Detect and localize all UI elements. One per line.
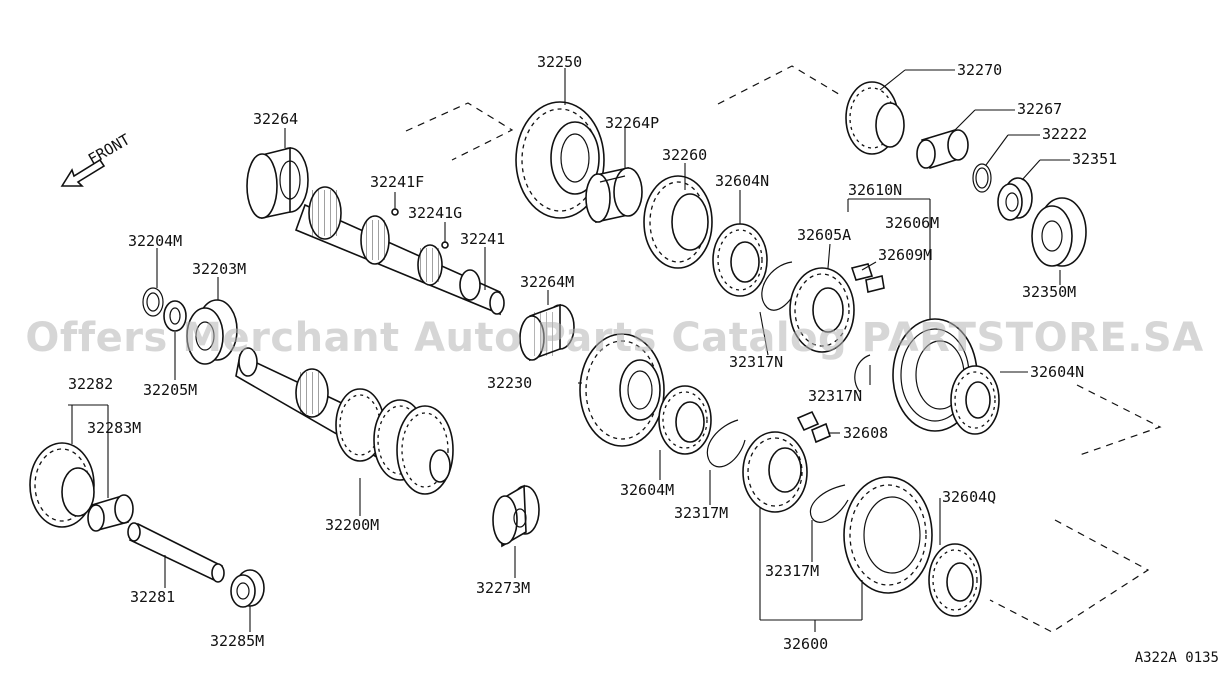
synchro-sleeve-32600-b — [843, 476, 933, 594]
label-32610N: 32610N — [848, 181, 902, 199]
label-32205M: 32205M — [143, 381, 197, 399]
label-32241: 32241 — [460, 230, 505, 248]
label-32260: 32260 — [662, 146, 707, 164]
label-32604N-upper: 32604N — [715, 172, 769, 190]
label-32604Q: 32604Q — [942, 488, 996, 506]
label-32317N-upper: 32317N — [729, 353, 783, 371]
gear-32600-a — [742, 431, 808, 513]
label-32203M: 32203M — [192, 260, 246, 278]
bearing-32273M — [492, 484, 540, 548]
label-32285M: 32285M — [210, 632, 264, 650]
snap-ring-32222 — [972, 163, 992, 193]
label-32600: 32600 — [783, 635, 828, 653]
label-32283M: 32283M — [87, 419, 141, 437]
label-32250: 32250 — [537, 53, 582, 71]
label-32608: 32608 — [843, 424, 888, 442]
label-32609M: 32609M — [878, 246, 932, 264]
sync-ring-32604Q — [928, 543, 982, 617]
washer-32205M — [163, 300, 187, 332]
label-32273M: 32273M — [476, 579, 530, 597]
sync-ring-32604M — [658, 385, 712, 455]
label-32281: 32281 — [130, 588, 175, 606]
label-32604M: 32604M — [620, 481, 674, 499]
bushing-32267 — [916, 128, 969, 170]
label-32264P: 32264P — [605, 114, 659, 132]
snap-ring-32317M-left — [706, 419, 746, 468]
bushing-32283M — [87, 494, 134, 532]
bearing-32351 — [997, 177, 1033, 221]
label-32605A: 32605A — [797, 226, 851, 244]
part-labels: 32250 32270 32267 32222 32351 32264 3226… — [68, 53, 1117, 653]
label-32317M-left: 32317M — [674, 504, 728, 522]
bearing-32264 — [246, 146, 309, 219]
idler-shaft-32281 — [127, 522, 225, 583]
sync-ring-32604N-upper — [712, 223, 768, 297]
label-32267: 32267 — [1017, 100, 1062, 118]
label-32222: 32222 — [1042, 125, 1087, 143]
gear-32260 — [643, 175, 713, 269]
label-32351: 32351 — [1072, 150, 1117, 168]
gear-32605A — [789, 267, 855, 353]
idler-gear-32282 — [29, 442, 95, 528]
countershaft-32200M — [235, 347, 454, 495]
label-32241G: 32241G — [408, 204, 462, 222]
bearing-32203M — [186, 299, 238, 365]
label-32282: 32282 — [68, 375, 113, 393]
keys-32609M — [850, 263, 885, 293]
sleeve-32264P — [585, 167, 643, 223]
label-32317M-right: 32317M — [765, 562, 819, 580]
label-32264M: 32264M — [520, 273, 574, 291]
gear-32230 — [579, 333, 665, 447]
bearing-32285M — [230, 569, 265, 608]
front-label: FRONT — [85, 130, 133, 168]
label-32204M: 32204M — [128, 232, 182, 250]
label-32606M: 32606M — [885, 214, 939, 232]
snap-ring-32317N-lower — [854, 354, 871, 393]
gear-32250 — [515, 101, 605, 219]
label-32350M: 32350M — [1022, 283, 1076, 301]
gear-32270 — [845, 81, 905, 155]
needle-bearing-32264M — [519, 303, 575, 362]
leader-lines — [68, 68, 1070, 632]
front-arrow-icon — [60, 158, 106, 187]
label-32270: 32270 — [957, 61, 1002, 79]
figure-code: A322A 0135 — [1134, 650, 1219, 666]
mainshaft-32241 — [294, 186, 505, 316]
sync-ring-32604N-right — [950, 365, 1000, 435]
bearing-32350M — [1031, 197, 1087, 267]
label-32200M: 32200M — [325, 516, 379, 534]
label-32241F: 32241F — [370, 173, 424, 191]
label-32230: 32230 — [487, 374, 532, 392]
label-32264: 32264 — [253, 110, 298, 128]
label-32604N-right: 32604N — [1030, 363, 1084, 381]
keys-32608 — [796, 410, 831, 444]
phantom-lines — [405, 65, 1162, 633]
snap-ring-32204M — [142, 287, 164, 317]
snap-ring-32317M-right — [809, 484, 849, 523]
label-32317N-lower: 32317N — [808, 387, 862, 405]
